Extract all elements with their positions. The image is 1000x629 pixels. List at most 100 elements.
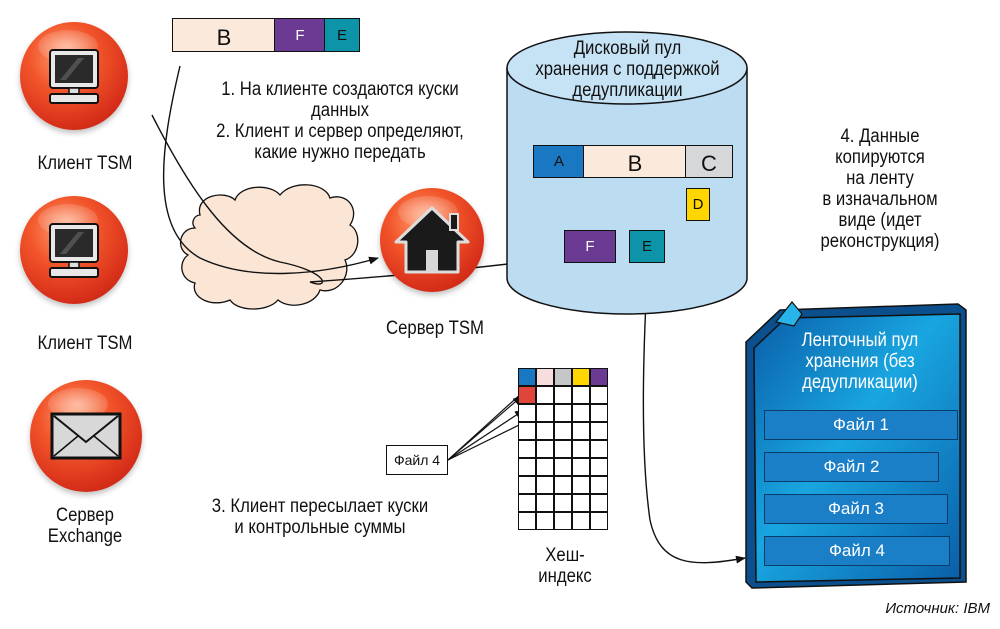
hash-index-label: Хеш- индекс: [517, 545, 614, 587]
hash-cell: [518, 422, 536, 440]
tape-pool-title: Ленточный пул хранения (без дедупликации…: [772, 330, 948, 393]
flow-line-client-to-server: [162, 65, 379, 275]
flow-line-pool-to-tape: [642, 261, 746, 564]
chunk-label: E: [336, 26, 347, 44]
tape-pool-title-line: дедупликации): [802, 372, 918, 393]
disk-pool-title-line: хранения с поддержкой: [535, 59, 720, 80]
hash-cell: [590, 386, 608, 404]
tape-file-3[interactable]: Файл 3: [764, 494, 948, 524]
client-chunk-bar: B F E: [172, 18, 360, 52]
tape-file-label: Файл 2: [823, 457, 880, 476]
hash-cell: [590, 512, 608, 530]
hash-cell: [572, 494, 590, 512]
client-tsm-1-label: Клиент TSM: [37, 153, 133, 174]
hash-cell: [554, 368, 572, 386]
house-icon: [394, 206, 470, 274]
disk-pool-title: Дисковый пул хранения с поддержкой дедуп…: [520, 38, 736, 101]
monitor-icon: [49, 223, 99, 278]
hash-cell: [554, 404, 572, 422]
pool-chunk-a: A: [533, 145, 585, 178]
hash-cell: [518, 386, 536, 404]
hash-cell: [572, 476, 590, 494]
hash-cell: [590, 476, 608, 494]
step4-line: 4. Данные: [840, 126, 920, 147]
step3-line1: 3. Клиент пересылает куски: [211, 496, 429, 517]
step4-line: реконструкция): [820, 231, 940, 252]
disk-pool-title-line: Дисковый пул: [573, 38, 682, 59]
chunk-label: C: [701, 151, 717, 176]
hash-cell: [536, 476, 554, 494]
chunk-e: E: [324, 18, 360, 52]
step4-line: в изначальном: [822, 189, 938, 210]
hash-cell: [536, 404, 554, 422]
client-tsm-2-label: Клиент TSM: [37, 333, 133, 354]
hash-cell: [518, 440, 536, 458]
step4-line: виде (идет: [838, 210, 922, 231]
pool-chunk-c: C: [685, 145, 733, 178]
hash-cell: [536, 440, 554, 458]
hash-cell: [590, 458, 608, 476]
hash-cell: [536, 386, 554, 404]
exchange-server-icon[interactable]: [30, 380, 142, 492]
hash-cell: [572, 458, 590, 476]
disk-pool-title-line: дедупликации: [572, 80, 683, 101]
step4-line: на ленту: [846, 168, 914, 189]
tape-file-label: Файл 4: [829, 541, 885, 560]
chunk-f: F: [274, 18, 326, 52]
hash-cell: [572, 422, 590, 440]
step1-line2: данных: [311, 100, 369, 121]
hash-cell: [554, 512, 572, 530]
chunk-b: B: [172, 18, 276, 52]
envelope-icon: [50, 412, 122, 460]
client-tsm-1-icon[interactable]: [20, 22, 128, 130]
hash-cell: [518, 476, 536, 494]
chunk-label: D: [692, 196, 704, 213]
hash-cell: [518, 512, 536, 530]
hash-cell: [572, 404, 590, 422]
hash-cell: [590, 494, 608, 512]
tape-file-2[interactable]: Файл 2: [764, 452, 939, 482]
exchange-server-label: Сервер Exchange: [19, 505, 151, 547]
exchange-label-line1: Сервер: [56, 505, 114, 526]
hash-cell: [536, 494, 554, 512]
source-caption: Источник: IBM: [885, 600, 990, 617]
cloud-icon: [179, 184, 359, 310]
chunk-label: A: [553, 153, 564, 170]
step2-line2: какие нужно передать: [254, 142, 426, 163]
client-tsm-2-icon[interactable]: [20, 196, 128, 304]
hash-cell: [554, 458, 572, 476]
tape-file-label: Файл 1: [833, 415, 889, 434]
hash-cell: [572, 440, 590, 458]
tape-pool-title-line: Ленточный пул: [801, 330, 919, 351]
hash-cell: [536, 458, 554, 476]
hash-cell: [590, 422, 608, 440]
hash-cell: [554, 422, 572, 440]
pool-chunk-e: E: [629, 230, 665, 263]
hash-cell: [590, 440, 608, 458]
tsm-server-icon[interactable]: [380, 188, 484, 292]
file-4-box[interactable]: Файл 4: [386, 445, 448, 475]
hash-cell: [572, 386, 590, 404]
hash-cell: [572, 368, 590, 386]
tape-file-label: Файл 3: [828, 499, 884, 518]
hash-index-grid: [518, 368, 608, 530]
hash-cell: [554, 386, 572, 404]
step4-line: копируются: [835, 147, 925, 168]
hash-cell: [554, 476, 572, 494]
hash-label-line2: индекс: [538, 566, 592, 587]
hash-cell: [536, 512, 554, 530]
hash-cell: [518, 458, 536, 476]
step2-line1: 2. Клиент и сервер определяют,: [216, 121, 464, 142]
pool-chunk-d: D: [686, 188, 710, 221]
pool-chunk-b: B: [583, 145, 687, 178]
chunk-label: E: [641, 238, 652, 255]
exchange-label-line2: Exchange: [47, 526, 123, 547]
hash-cell: [536, 422, 554, 440]
hash-cell: [536, 368, 554, 386]
tape-file-4[interactable]: Файл 4: [764, 536, 950, 566]
hash-cell: [518, 368, 536, 386]
hash-cell: [554, 494, 572, 512]
chunk-label: B: [216, 25, 232, 50]
tape-file-1[interactable]: Файл 1: [764, 410, 958, 440]
tsm-server-label: Сервер TSM: [386, 318, 484, 339]
